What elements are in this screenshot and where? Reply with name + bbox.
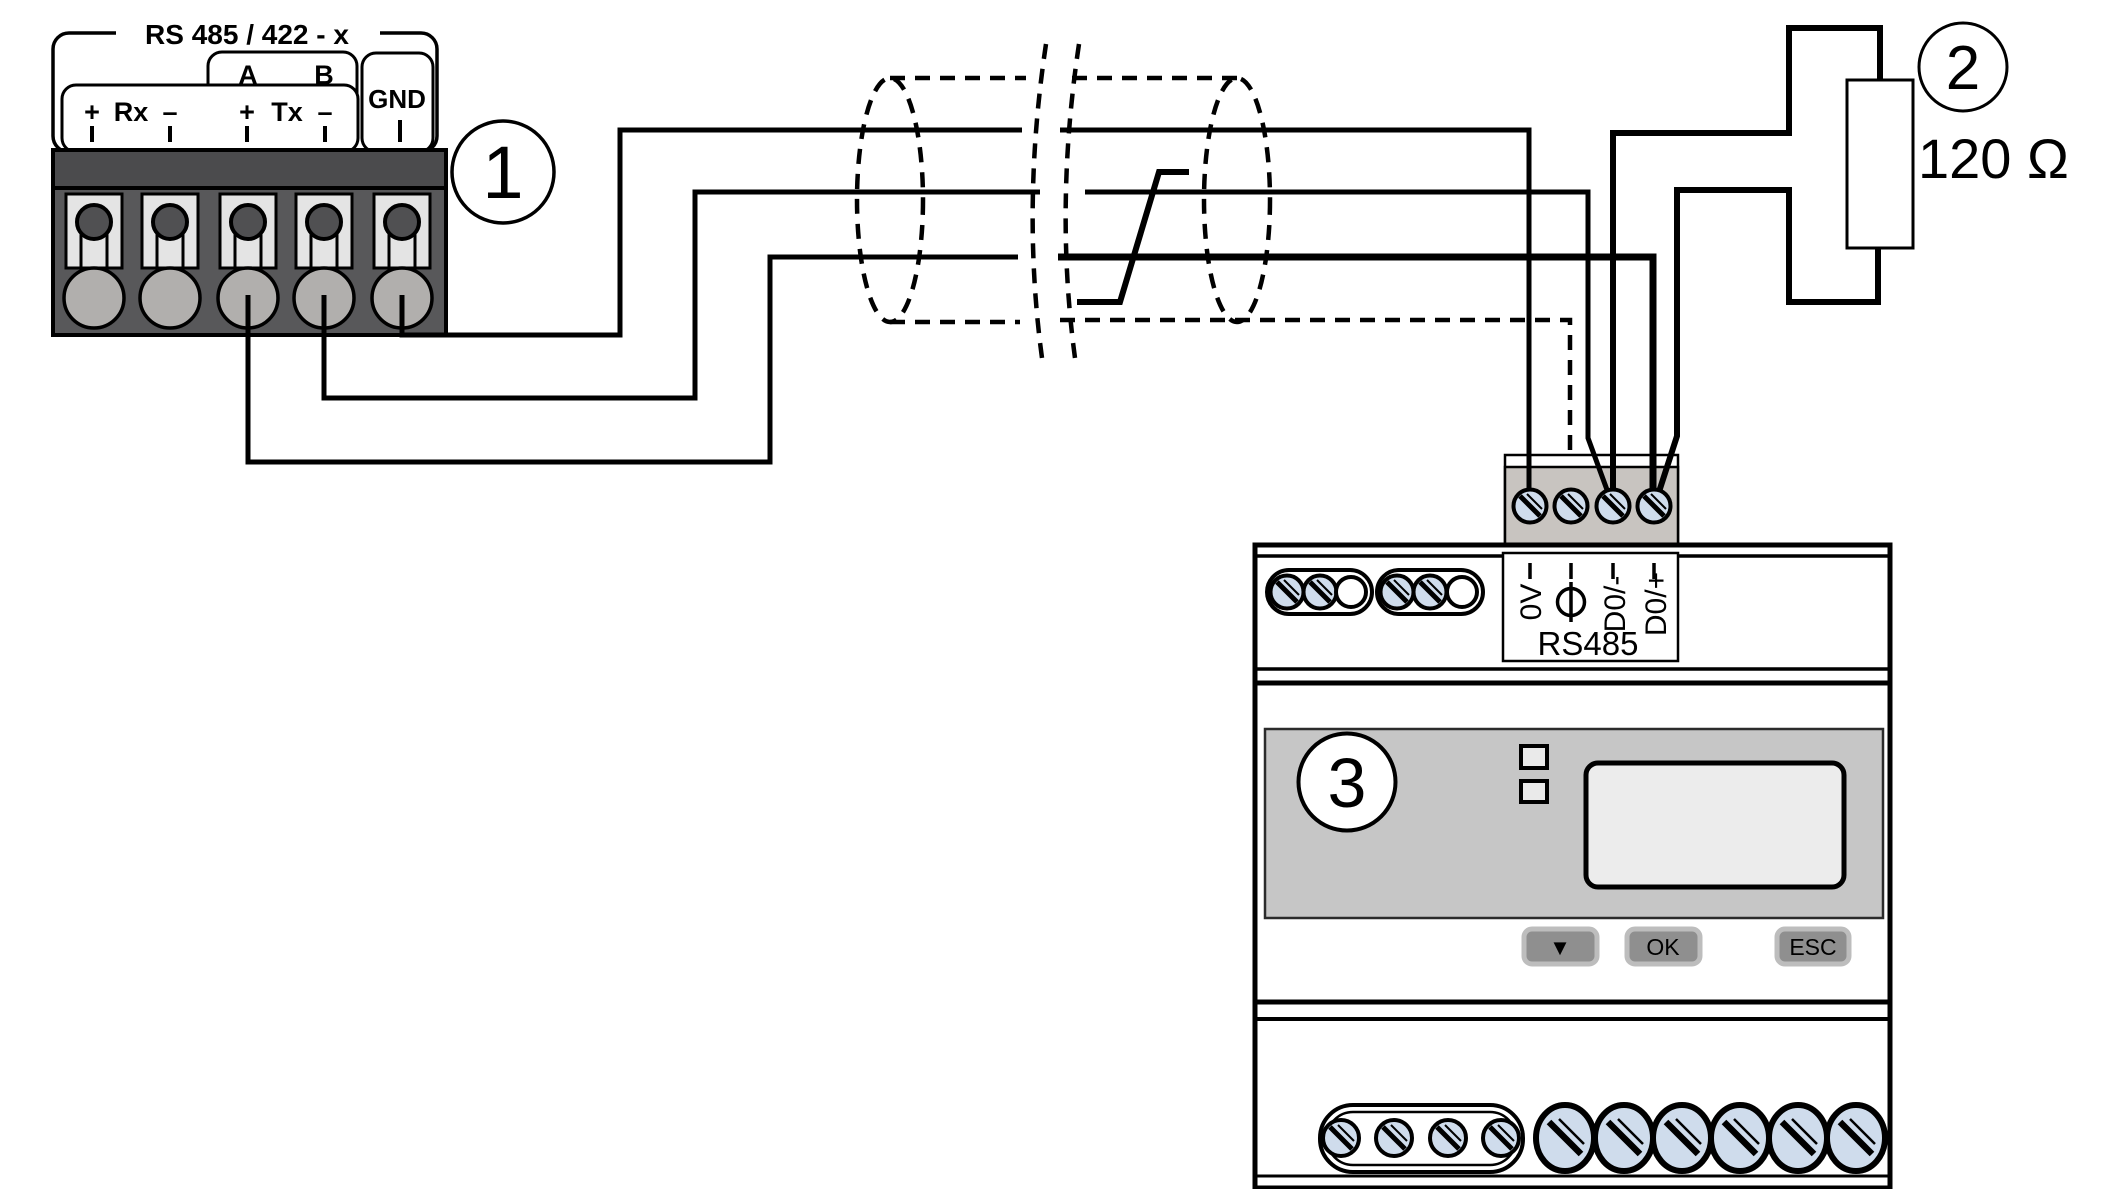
termination-resistor-circuit — [1610, 25, 1915, 500]
screw-terminal-icon — [1653, 1105, 1711, 1171]
block1-contacts — [62, 192, 434, 330]
screw-terminal-icon — [1638, 490, 1671, 523]
label-tx-minus: – — [317, 97, 332, 127]
terminal-tick-marks — [90, 120, 402, 142]
meter-front-panel: 3 — [1263, 727, 1885, 920]
label-rx-plus: + — [84, 97, 100, 127]
meter-rs485-label-box: 0V D0/- D0/+ RS485 — [1501, 551, 1680, 663]
wire-d0-plus — [1058, 253, 1657, 498]
screw-terminal-icon — [1414, 576, 1447, 609]
label-b: B — [314, 60, 334, 90]
terminal-label-0v: 0V — [1515, 584, 1548, 621]
callout-1: 1 — [450, 119, 556, 225]
down-button[interactable] — [1521, 926, 1600, 967]
screw-terminal-icon — [1595, 1105, 1653, 1171]
label-a: A — [238, 60, 258, 90]
wire-hole — [62, 266, 126, 330]
wire-tx-a — [245, 254, 1018, 465]
wire-gnd — [399, 127, 1022, 338]
wire-hole — [138, 266, 202, 330]
screw-terminal-icon — [1376, 1120, 1412, 1156]
block1-title: RS 485 / 422 - x — [145, 19, 349, 50]
meter-top-terminals — [1265, 568, 1485, 616]
label-gnd: GND — [368, 84, 426, 114]
screw-terminal-icon — [1483, 1120, 1519, 1156]
label-tx-plus: + — [239, 97, 255, 127]
resistor-value-label: 120 Ω — [1918, 127, 2069, 190]
down-button-glyph: ▼ — [1549, 935, 1571, 960]
terminal-label-d0-plus: D0/+ — [1640, 572, 1673, 636]
callout-3: 3 — [1296, 731, 1398, 833]
wire-d0-minus — [1085, 189, 1613, 499]
cable-break-arc-right — [1063, 43, 1082, 359]
resistor-top-lead — [1610, 25, 1883, 500]
wires-left — [245, 127, 1040, 465]
esc-button-label: ESC — [1789, 934, 1836, 960]
screw-terminal-icon — [1536, 1105, 1594, 1171]
meter-buttons: ▼ OK ESC — [1521, 926, 1852, 967]
meter-bottom-terminals — [1318, 1105, 1885, 1172]
callout-1-number: 1 — [482, 131, 523, 214]
cable-break-arc-left — [1030, 43, 1049, 359]
shielded-cable — [854, 43, 1573, 494]
port-label-rs485: RS485 — [1538, 625, 1639, 662]
screw-terminal-icon — [1597, 490, 1630, 523]
screw-terminal-icon — [1304, 576, 1337, 609]
screw-terminal-icon — [1711, 1105, 1769, 1171]
terminal-hole — [1445, 575, 1479, 609]
callout-2: 2 — [1917, 21, 2009, 113]
screw-terminal-icon — [1827, 1105, 1885, 1171]
resistor-bottom-lead — [1654, 187, 1881, 499]
terminal-hole — [1334, 575, 1368, 609]
block1-top-bar — [51, 148, 448, 190]
cable-break-icon — [1077, 169, 1189, 305]
wires-right — [1058, 127, 1657, 499]
rx-tx-box — [60, 83, 360, 154]
terminal-label-d0-minus: D0/- — [1599, 576, 1632, 633]
meter-device: 0V D0/- D0/+ RS485 3 ▼ — [1252, 542, 1893, 1189]
ok-button-label: OK — [1646, 934, 1680, 960]
resistor-body — [1845, 78, 1915, 250]
screw-terminal-icon — [1271, 576, 1304, 609]
shield-symbol-icon — [1555, 582, 1587, 622]
wire-0v — [1060, 127, 1532, 498]
screw-terminal-icon — [1769, 1105, 1827, 1171]
status-led — [1519, 744, 1549, 770]
terminal-block1-labels: RS 485 / 422 - x A B + Rx – + Tx – GND — [51, 16, 439, 154]
label-rx: Rx — [114, 97, 149, 127]
esc-button[interactable] — [1774, 926, 1852, 967]
ok-button[interactable] — [1624, 926, 1703, 967]
screw-terminal-icon — [1430, 1120, 1466, 1156]
status-led — [1519, 779, 1549, 804]
screw-terminal-icon — [1555, 490, 1588, 523]
screw-terminal-icon — [1323, 1120, 1359, 1156]
callout-3-number: 3 — [1328, 744, 1367, 822]
screw-terminal-icon — [1381, 576, 1414, 609]
callout-2-number: 2 — [1946, 34, 1980, 103]
shield-drain-wire — [1060, 317, 1573, 494]
lcd-display — [1583, 760, 1847, 890]
label-tx: Tx — [271, 97, 303, 127]
wire-tx-b — [321, 189, 1040, 401]
cable-end-left — [854, 75, 926, 325]
label-rx-minus: – — [162, 97, 177, 127]
screw-terminal-icon — [1514, 490, 1547, 523]
cable-end-right — [1201, 75, 1273, 325]
